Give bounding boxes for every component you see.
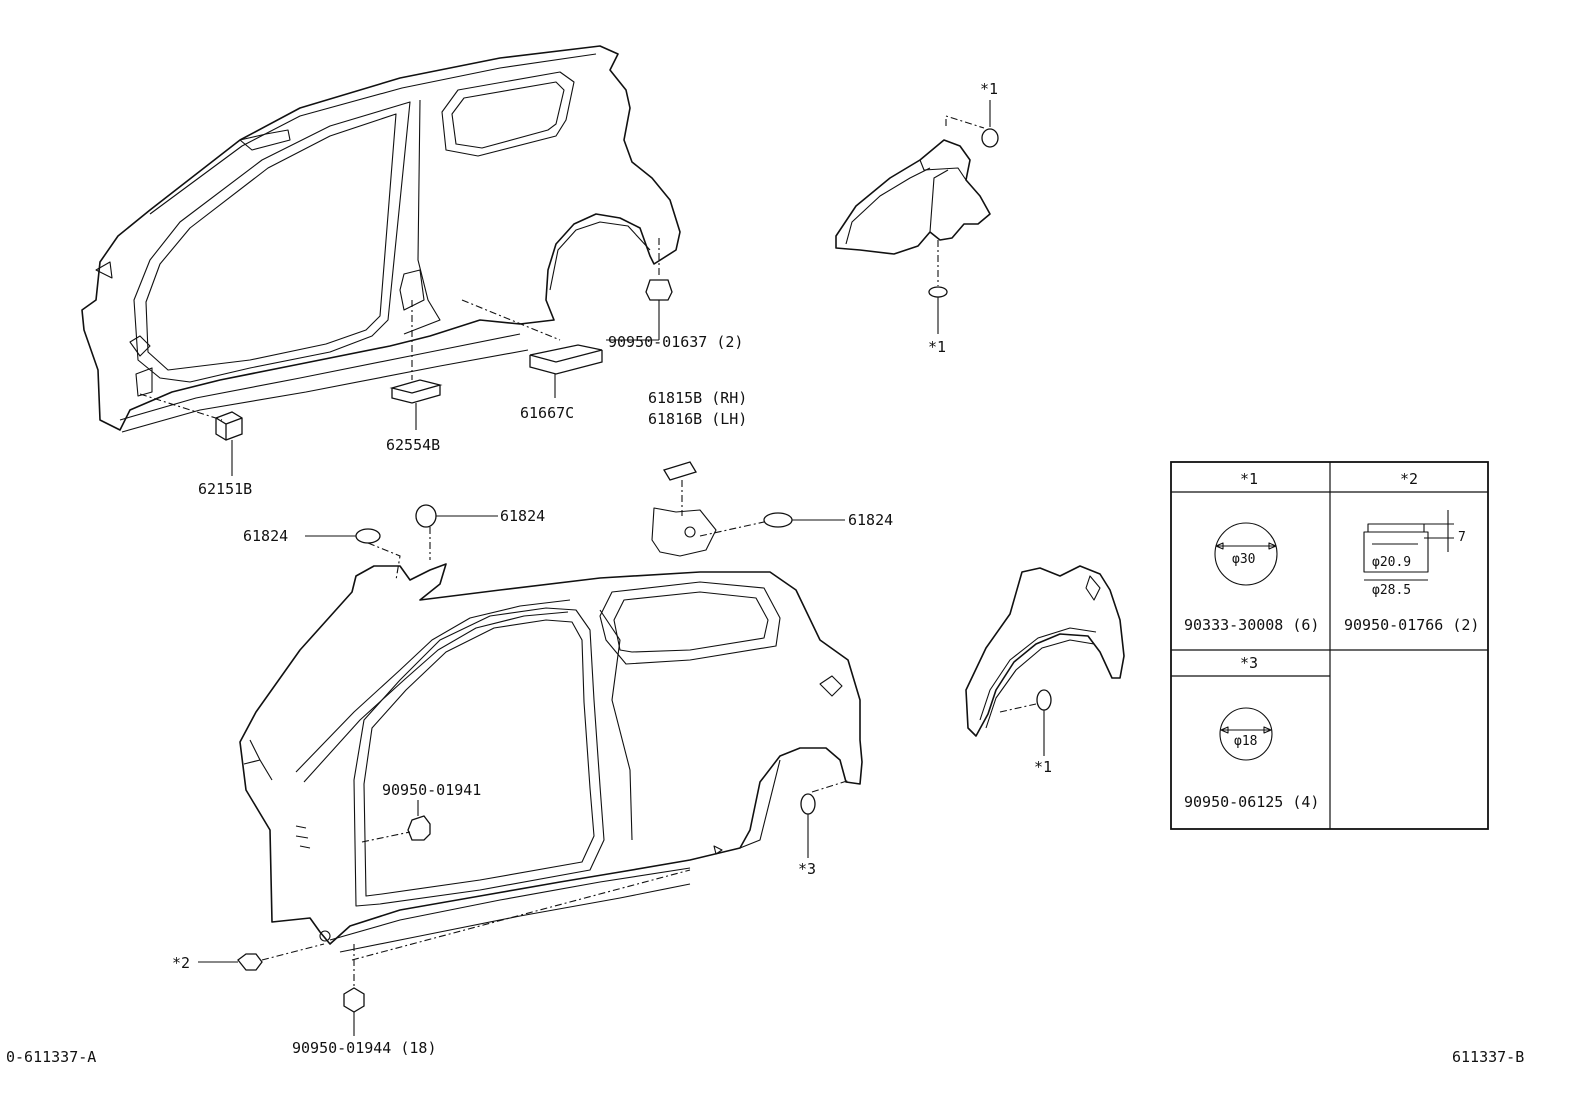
cap-star1-lower xyxy=(928,286,948,298)
cap-61824-middle xyxy=(415,504,437,528)
grommet-star2 xyxy=(237,953,263,971)
grommet-90950-01944 xyxy=(343,987,365,1013)
label-star1-top: *1 xyxy=(980,80,998,98)
lower-small-parts xyxy=(198,461,851,1036)
label-star3: *3 xyxy=(798,860,816,878)
label-90950-01637: 90950-01637 (2) xyxy=(608,333,743,351)
legend-c2-inner: φ20.9 xyxy=(1372,555,1411,570)
legend-header-1: *1 xyxy=(1240,470,1258,488)
inner-side-panel xyxy=(239,563,863,953)
block-62151B xyxy=(215,411,243,441)
pad-62554B xyxy=(389,379,443,404)
wheel-house-lower xyxy=(965,565,1125,756)
outer-side-panel xyxy=(81,45,681,433)
legend-c1-part: 90333-30008 (6) xyxy=(1184,616,1319,634)
pad-61667C xyxy=(529,344,603,375)
cap-star3 xyxy=(800,793,816,815)
label-61816B: 61816B (LH) xyxy=(648,410,747,428)
legend-c1-dimension: φ30 xyxy=(1232,552,1255,567)
label-61824-left: 61824 xyxy=(243,527,288,545)
label-61824-middle: 61824 xyxy=(500,507,545,525)
cap-61824-left xyxy=(355,528,381,544)
drawing-number-right: 611337-B xyxy=(1452,1048,1524,1066)
legend-c2-outer: φ28.5 xyxy=(1372,583,1411,598)
legend-c2-part: 90950-01766 (2) xyxy=(1344,616,1479,634)
wheel-house-upper xyxy=(835,100,999,334)
cap-star1-wheel xyxy=(1036,689,1052,711)
label-star1-mid: *1 xyxy=(928,338,946,356)
label-61667C: 61667C xyxy=(520,404,574,422)
drawing-number-left: 0-611337-A xyxy=(6,1048,96,1066)
clip-61815B xyxy=(663,461,697,481)
cap-61824-right xyxy=(763,512,793,528)
cap-star1-upper xyxy=(981,128,999,148)
label-90950-01941: 90950-01941 xyxy=(382,781,481,799)
legend-c3-part: 90950-06125 (4) xyxy=(1184,793,1319,811)
label-star1-wheel: *1 xyxy=(1034,758,1052,776)
label-90950-01944: 90950-01944 (18) xyxy=(292,1039,437,1057)
legend-table: *1 *2 *3 φ30 90333-30008 (6) φ20.9 φ28.5… xyxy=(1170,461,1489,830)
legend-header-2: *2 xyxy=(1400,470,1418,488)
label-62554B: 62554B xyxy=(386,436,440,454)
grommet-90950-01637 xyxy=(645,279,673,301)
upper-small-parts xyxy=(139,238,673,476)
legend-c2-height: 7 xyxy=(1458,530,1466,545)
label-62151B: 62151B xyxy=(198,480,252,498)
legend-header-3: *3 xyxy=(1240,654,1258,672)
grommet-90950-01941 xyxy=(407,815,431,841)
legend-c3-dimension: φ18 xyxy=(1234,734,1257,749)
label-61824-right: 61824 xyxy=(848,511,893,529)
label-61815B: 61815B (RH) xyxy=(648,389,747,407)
label-star2: *2 xyxy=(172,954,190,972)
